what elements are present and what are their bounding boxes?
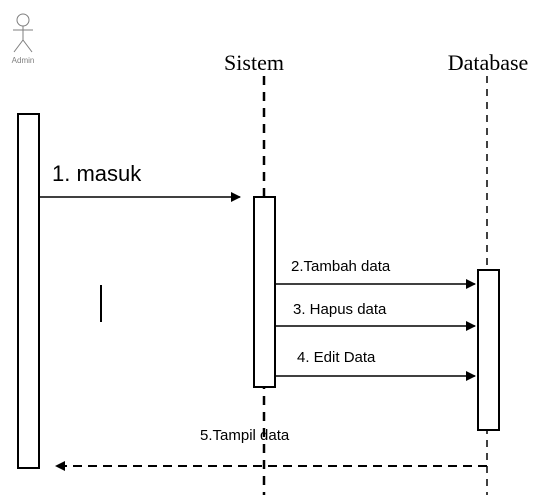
- message-edit-data-label: 4. Edit Data: [297, 349, 376, 366]
- database-activation-bar: [477, 269, 500, 431]
- message-tambah-data-label: 2.Tambah data: [291, 258, 391, 275]
- database-lifeline-label: Database: [448, 50, 529, 75]
- admin-actor-icon: [13, 13, 33, 53]
- message-tampil-data-label: 5.Tampil data: [200, 427, 290, 444]
- message-tambah-data: 2.Tambah data: [276, 258, 476, 289]
- admin-actor-label: Admin: [12, 56, 35, 65]
- message-hapus-data-label: 3. Hapus data: [293, 301, 387, 318]
- sistem-lifeline-label: Sistem: [224, 50, 284, 75]
- sistem-activation-bar: [253, 196, 276, 388]
- message-edit-data: 4. Edit Data: [276, 349, 476, 381]
- message-masuk: 1. masuk: [40, 161, 241, 202]
- message-tampil-data: 5.Tampil data: [55, 427, 487, 471]
- admin-activation-bar: [17, 113, 40, 469]
- message-masuk-label: 1. masuk: [52, 161, 142, 186]
- message-hapus-data: 3. Hapus data: [276, 301, 476, 331]
